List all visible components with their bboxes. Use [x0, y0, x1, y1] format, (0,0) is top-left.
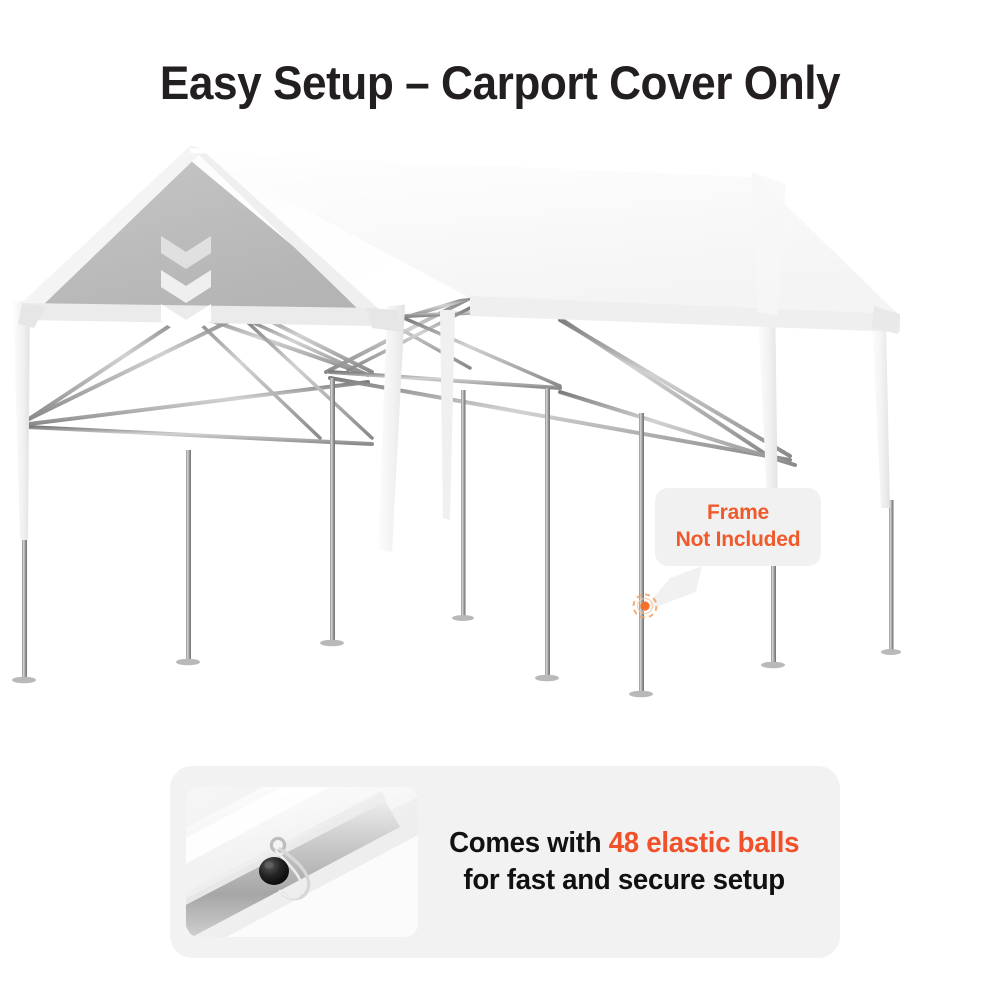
canopy-leg-sleeves: [13, 286, 890, 552]
callout-tail: [642, 566, 702, 612]
chevron-icon-group: [161, 236, 211, 337]
carport-illustration: [0, 120, 1000, 740]
feature-banner: Comes with 48 elastic balls for fast and…: [170, 766, 840, 958]
feature-text: Comes with 48 elastic balls for fast and…: [424, 825, 833, 899]
feature-line-1: Comes with 48 elastic balls: [428, 825, 820, 862]
callout-line-2: Not Included: [675, 528, 801, 551]
callout-line-1: Frame: [706, 501, 770, 524]
feature-line-1-highlight: 48 elastic balls: [608, 827, 800, 859]
page-title: Easy Setup – Carport Cover Only: [159, 56, 841, 109]
target-marker-icon: [632, 593, 658, 619]
elastic-ball-photo: [186, 787, 418, 937]
frame-not-included-callout: Frame Not Included: [655, 488, 821, 566]
canopy-cover: [18, 146, 900, 334]
feature-line-1-prefix: Comes with: [449, 827, 609, 859]
marked-leg: [629, 413, 653, 698]
feature-line-2: for fast and secure setup: [463, 864, 785, 896]
